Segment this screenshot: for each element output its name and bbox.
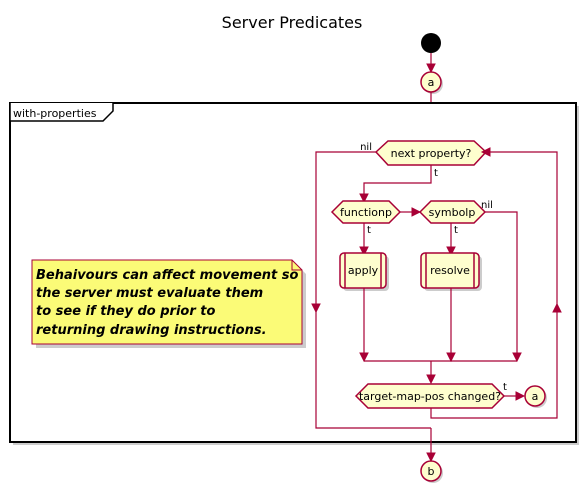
decision-functionp-label: functionp [340,206,392,219]
note [31,259,303,345]
frame-label: with-properties [13,107,97,120]
start-node [421,33,441,53]
edge-label-next-nil: nil [360,142,372,153]
edge-label-symbolp-nil: nil [481,200,493,211]
edge-label-target-t: t [503,382,507,393]
connector-a-right [524,385,546,407]
frame-label-tab [9,103,114,122]
action-apply-label: apply [348,264,379,277]
decision-next-property-label: next property? [391,147,472,160]
connector-b-label: b [428,465,435,478]
note-line-3: to see if they do prior to [36,304,216,319]
edge-label-symbolp-t: t [454,225,458,236]
action-resolve [420,252,480,289]
edge-label-next-t: t [434,168,438,179]
action-apply [339,252,387,289]
action-resolve-label: resolve [430,264,470,277]
connector-a-top-label: a [428,76,435,89]
decision-target-changed-label: target-map-pos changed? [359,390,501,403]
connector-b [420,460,442,482]
edge-label-functionp-t: t [367,225,371,236]
diagram-title: Server Predicates [222,13,363,32]
connector-a-right-label: a [532,390,539,403]
note-line-4: returning drawing instructions. [36,323,267,338]
note-line-2: the server must evaluate them [36,286,263,301]
note-line-1: Behaivours can affect movement so [36,268,299,283]
decision-symbolp-label: symbolp [429,206,476,219]
